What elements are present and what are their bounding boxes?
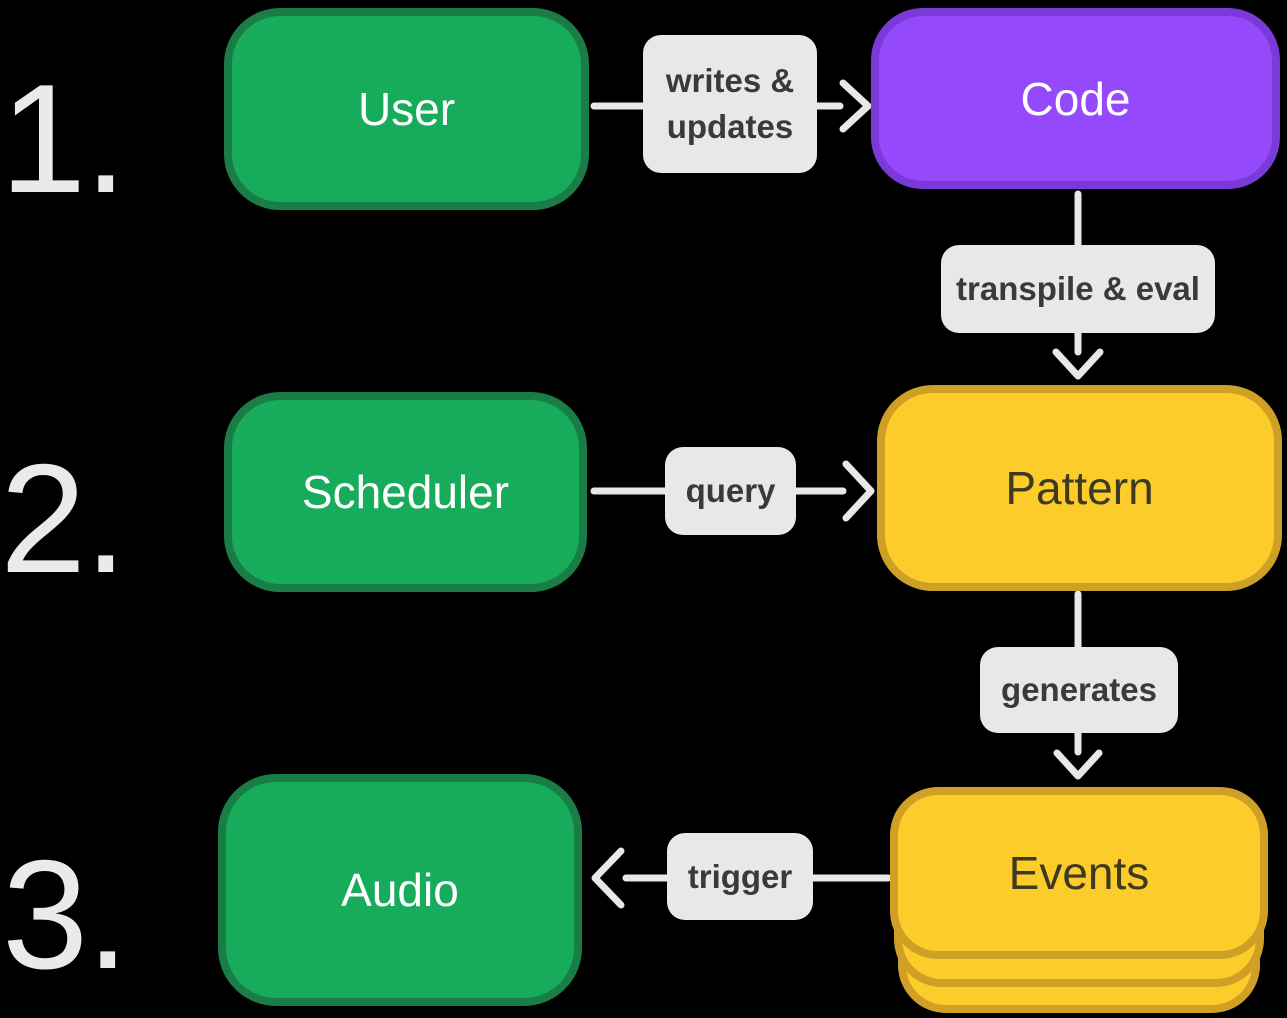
edge-label-generates: generates [980,647,1178,733]
node-user: User [224,8,589,210]
node-code: Code [871,8,1280,189]
edge-label-trigger: trigger [667,833,813,920]
edge-label-text: transpile & eval [956,270,1200,308]
arrowhead-right-icon [842,460,875,522]
node-events: Events [890,787,1268,959]
edge-label-text: generates [1001,671,1157,709]
edge-label-transpile-eval: transpile & eval [941,245,1215,333]
node-user-label: User [357,83,456,135]
node-audio: Audio [218,774,582,1006]
node-audio-label: Audio [341,864,459,916]
node-pattern-label: Pattern [1005,462,1154,514]
step-number-2: 2. [0,432,127,605]
step-number-1: 1. [0,52,127,225]
step-number-3: 3. [2,828,129,1001]
arrowhead-right-icon [839,79,872,133]
arrowhead-down-icon [1053,749,1103,780]
node-scheduler: Scheduler [224,392,587,592]
arrowhead-down-icon [1052,348,1104,380]
node-code-label: Code [1020,72,1131,125]
node-scheduler-label: Scheduler [301,466,510,518]
edge-label-text: trigger [687,857,793,895]
node-pattern: Pattern [877,385,1282,591]
node-events-label: Events [1008,847,1150,899]
arrowhead-left-icon [591,847,625,909]
edge-label-query: query [665,447,796,535]
edge-label-text: query [685,472,776,510]
edge-label-writes-updates: writes & updates [643,35,817,173]
edge-label-text: writes & updates [665,62,795,145]
